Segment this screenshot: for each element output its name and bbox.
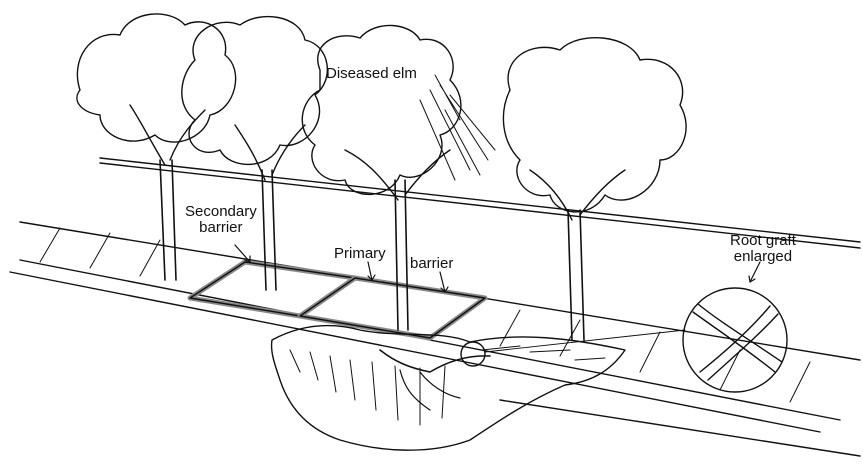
primary-barrier-trench [300, 278, 485, 338]
root-graft-inset [461, 288, 787, 392]
secondary-barrier-label: Secondary barrier [185, 204, 257, 236]
street-curb-lines [10, 158, 860, 456]
secondary-barrier-trench [190, 262, 355, 316]
barrier-label: barrier [410, 256, 453, 272]
root-graft-label: Root graft enlarged [730, 233, 796, 265]
excavation-pit [272, 326, 625, 450]
diseased-elm-label: Diseased elm [326, 66, 417, 82]
primary-label: Primary [334, 246, 386, 262]
tree-4 [503, 38, 686, 340]
tree-2 [182, 17, 328, 290]
tree-1 [77, 14, 236, 280]
label-arrows [235, 245, 760, 292]
